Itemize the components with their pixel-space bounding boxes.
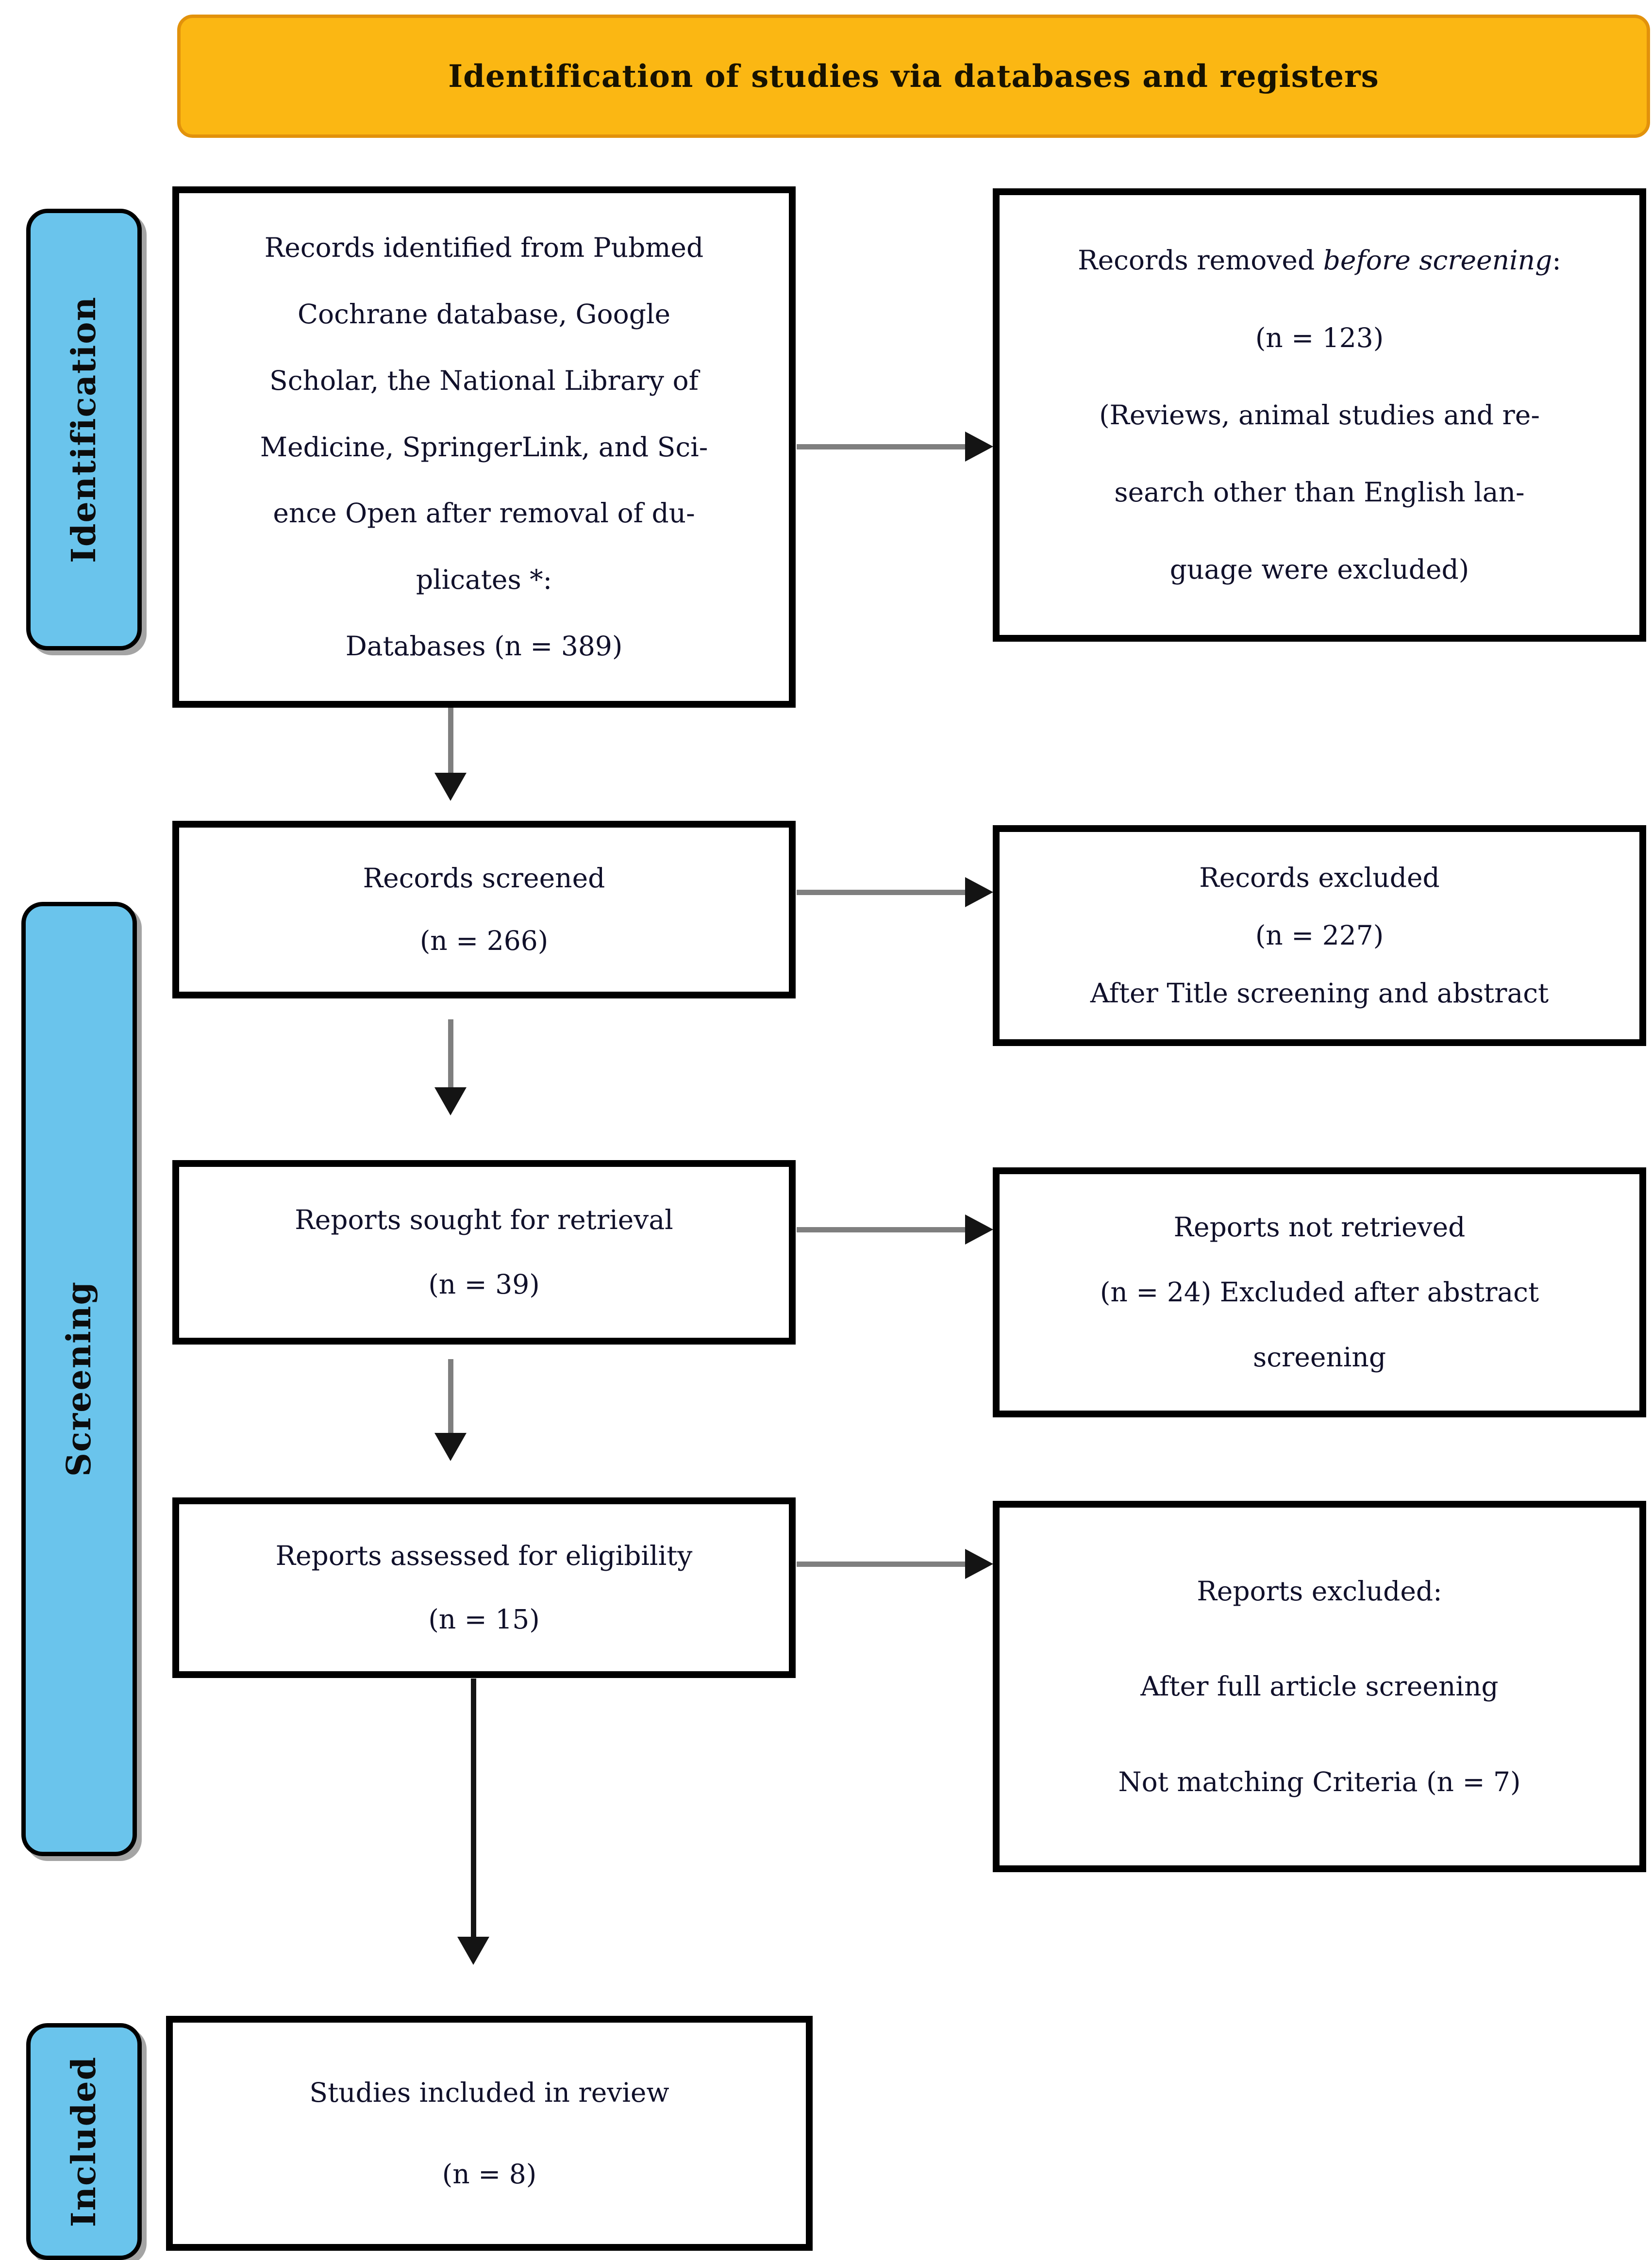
text-segment: Records removed	[1078, 245, 1323, 276]
studies-included-box: Studies included in review (n = 8)	[166, 2016, 813, 2251]
reports-sought-box: Reports sought for retrieval (n = 39)	[172, 1160, 796, 1345]
records-screened-box: Records screened (n = 266)	[172, 821, 796, 998]
text-line: Not matching Criteria (n = 7)	[1118, 1766, 1521, 1797]
text-line: After full article screening	[1140, 1671, 1499, 1702]
text-line: Reports assessed for eligibility	[275, 1540, 693, 1572]
reports-not-retrieved-box: Reports not retrieved (n = 24) Excluded a…	[993, 1167, 1646, 1417]
arrowhead-down-icon	[434, 1087, 467, 1115]
text-line: guage were excluded)	[1169, 553, 1469, 585]
arrow-line-sought-to-assessed	[448, 1359, 453, 1434]
text-line: Reports not retrieved	[1173, 1212, 1466, 1243]
records-excluded-box: Records excluded (n = 227) After Title scr…	[993, 825, 1646, 1046]
text-line: search other than English lan-	[1114, 476, 1525, 508]
arrowhead-down-icon	[457, 1937, 489, 1965]
arrowhead-right-icon	[965, 1214, 993, 1245]
text-line: (n = 8)	[442, 2158, 537, 2190]
text-line: (Reviews, animal studies and re-	[1099, 399, 1540, 431]
text-line: screening	[1252, 1342, 1386, 1373]
text-line: Records removed before screening:	[1078, 244, 1561, 277]
arrow-line-assessed-to-included	[471, 1678, 476, 1938]
arrowhead-right-icon	[965, 432, 993, 462]
stage-label-identification: Identification	[26, 209, 142, 650]
stage-label-screening: Screening	[21, 902, 137, 1856]
arrowhead-right-icon	[965, 877, 993, 907]
text-line: Medicine, SpringerLink, and Sci-	[260, 431, 708, 463]
reports-excluded-box: Reports excluded: After full article scre…	[993, 1501, 1646, 1872]
text-line: Records screened	[363, 863, 605, 894]
text-line: (n = 266)	[419, 925, 549, 957]
text-line: Reports sought for retrieval	[295, 1204, 673, 1235]
text-line: (n = 227)	[1255, 920, 1384, 951]
stage-label-text: Included	[65, 2056, 103, 2227]
text-segment: :	[1552, 245, 1561, 276]
text-line: ence Open after removal of du-	[273, 498, 695, 529]
text-line: Studies included in review	[309, 2077, 669, 2108]
arrow-line-screened-to-excluded	[797, 890, 968, 895]
stage-label-text: Identification	[65, 296, 103, 563]
text-line: After Title screening and abstract	[1090, 978, 1549, 1009]
text-line: (n = 123)	[1255, 322, 1384, 353]
arrow-line-screened-to-sought	[448, 1019, 453, 1088]
arrow-line-identified-to-screened	[448, 708, 453, 774]
banner-title: Identification of studies via databases …	[448, 58, 1379, 95]
reports-assessed-box: Reports assessed for eligibility (n = 15)	[172, 1497, 796, 1678]
arrowhead-down-icon	[434, 1433, 467, 1461]
text-line: Cochrane database, Google	[297, 298, 671, 330]
text-line: Reports excluded:	[1197, 1575, 1442, 1607]
text-line: plicates *:	[416, 564, 552, 596]
text-line: Databases (n = 389)	[345, 631, 623, 662]
records-removed-box: Records removed before screening: (n = 1…	[993, 188, 1646, 642]
arrow-line-identified-to-removed	[797, 444, 968, 449]
arrowhead-down-icon	[434, 773, 467, 801]
arrowhead-right-icon	[965, 1549, 993, 1579]
text-line: Records identified from Pubmed	[264, 232, 704, 264]
banner: Identification of studies via databases …	[177, 15, 1650, 138]
text-line: (n = 39)	[428, 1269, 540, 1300]
stage-label-included: Included	[26, 2023, 142, 2260]
arrow-line-sought-to-not-retrieved	[797, 1227, 968, 1232]
text-line: (n = 24) Excluded after abstract	[1100, 1277, 1539, 1308]
arrow-line-assessed-to-reports-excluded	[797, 1562, 968, 1567]
text-line: Records excluded	[1199, 862, 1440, 894]
text-line: (n = 15)	[428, 1604, 540, 1635]
text-line: Scholar, the National Library of	[269, 365, 699, 396]
text-segment-italic: before screening	[1323, 245, 1552, 276]
stage-label-text: Screening	[60, 1281, 99, 1477]
